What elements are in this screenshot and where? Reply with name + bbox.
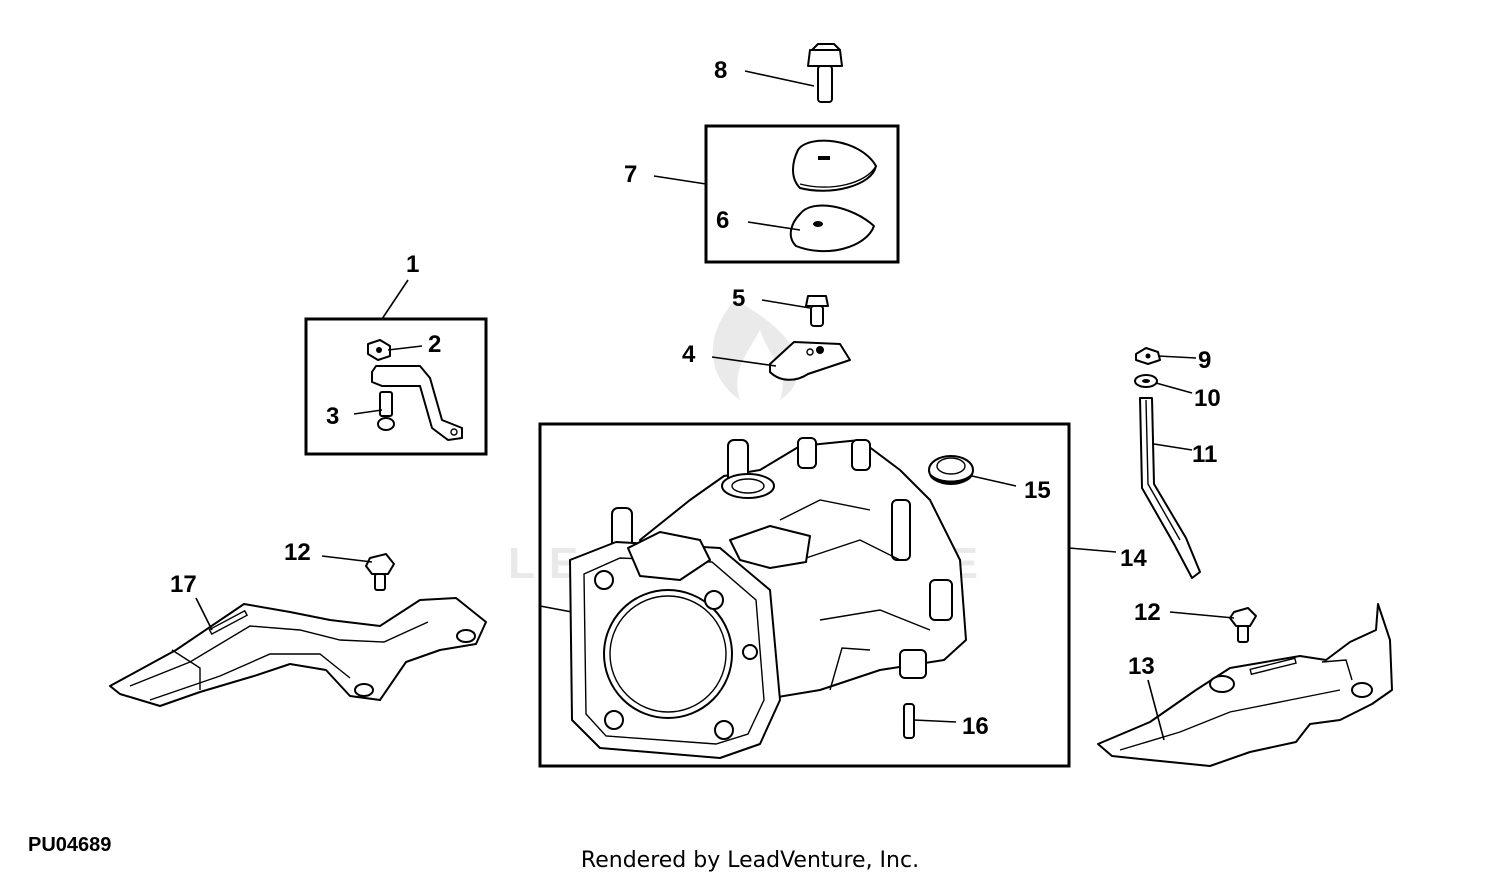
part-11-tube	[1139, 397, 1201, 579]
leader-9	[1157, 355, 1197, 359]
leader-16	[913, 719, 957, 723]
callout-4: 4	[682, 341, 696, 368]
callout-16: 16	[962, 713, 989, 740]
leader-17	[195, 597, 213, 631]
leader-13	[1147, 679, 1165, 741]
callout-10: 10	[1194, 385, 1221, 412]
callout-12a: 12	[284, 539, 311, 566]
leader-12b	[1169, 611, 1235, 619]
callout-6: 6	[716, 207, 729, 234]
box-14	[538, 422, 1071, 768]
leader-14	[1068, 547, 1117, 553]
leader-4	[711, 356, 777, 367]
part-2-nut	[367, 339, 391, 361]
leader-2	[387, 345, 423, 351]
callout-9: 9	[1198, 347, 1211, 374]
part-12-bolt-left	[365, 553, 395, 591]
box-1	[304, 317, 488, 456]
callout-5: 5	[732, 285, 745, 312]
leader-5	[761, 299, 811, 309]
part-9-nut	[1135, 347, 1161, 365]
leader-7	[653, 175, 707, 185]
callout-15: 15	[1024, 477, 1051, 504]
callout-1: 1	[406, 251, 419, 278]
leader-6	[747, 221, 801, 231]
part-10-washer	[1134, 374, 1158, 388]
callout-2: 2	[428, 331, 441, 358]
diagram-id: PU04689	[28, 834, 112, 856]
leader-14b	[539, 605, 573, 613]
callout-8: 8	[714, 57, 727, 84]
box-7	[704, 124, 900, 264]
leader-8	[744, 70, 815, 87]
callout-7: 7	[624, 161, 637, 188]
callout-17: 17	[170, 571, 197, 598]
part-6-gasket	[789, 204, 875, 253]
part-1-bracket	[371, 365, 463, 441]
part-7-cover	[792, 139, 877, 192]
render-credit: Rendered by LeadVenture, Inc.	[580, 848, 920, 873]
leader-3	[353, 409, 383, 415]
part-15-seal	[928, 455, 974, 485]
callout-14: 14	[1120, 545, 1147, 572]
part-8-bolt	[807, 43, 843, 103]
part-16-pin	[903, 703, 915, 739]
leader-15	[971, 475, 1017, 487]
part-3-bolt	[377, 391, 395, 431]
callout-11: 11	[1192, 441, 1217, 468]
callout-3: 3	[326, 403, 339, 430]
part-4-plate	[769, 341, 851, 381]
part-13-shield	[1097, 603, 1393, 767]
callout-13: 13	[1128, 653, 1155, 680]
leader-11	[1153, 443, 1193, 451]
part-12-bolt-right	[1229, 607, 1257, 643]
leader-12a	[321, 555, 373, 563]
callout-12b: 12	[1134, 599, 1161, 626]
part-17-shield	[109, 597, 487, 707]
leader-10	[1155, 382, 1193, 394]
part-14-block	[569, 437, 967, 759]
part-5-screw	[805, 295, 829, 327]
leader-1	[381, 279, 409, 320]
